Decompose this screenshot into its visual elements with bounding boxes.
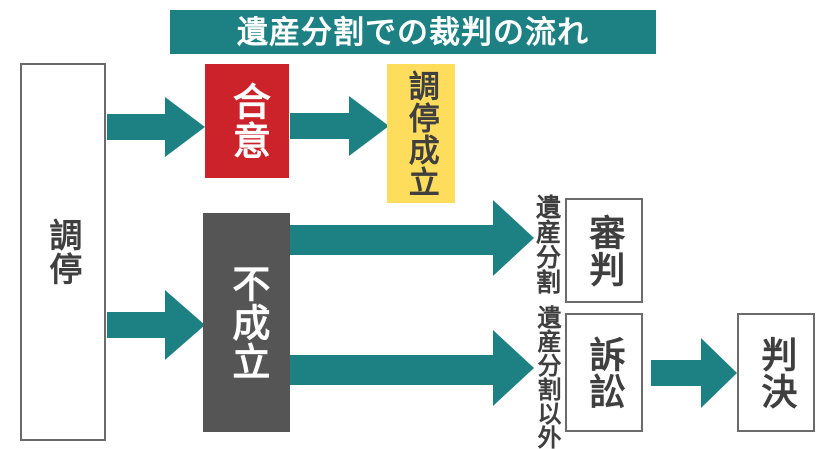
arrow-not-established-to-lawsuit [290, 330, 534, 406]
label-other-than-estate-division: 遺産分割以外 [530, 305, 562, 449]
node-judgment: 判決 [737, 313, 815, 432]
arrow-agreement-to-mediation-established [290, 96, 389, 156]
page-title: 遺産分割での裁判の流れ [237, 14, 589, 50]
arrow-mediation-to-not-established [107, 290, 205, 360]
node-mediation: 調停 [20, 63, 106, 441]
node-adjudication: 審判 [565, 198, 643, 303]
node-mediation-established: 調停成立 [387, 64, 455, 203]
label-estate-division-text: 遺産分割 [532, 194, 561, 294]
node-lawsuit-label: 訴訟 [584, 335, 626, 410]
node-lawsuit: 訴訟 [565, 313, 643, 432]
label-estate-division: 遺産分割 [530, 194, 562, 304]
node-not-established-label: 不成立 [225, 264, 268, 381]
arrow-not-established-to-adjudication [290, 200, 534, 276]
node-mediation-established-label: 調停成立 [403, 69, 439, 198]
node-not-established: 不成立 [203, 213, 290, 432]
arrow-lawsuit-to-judgment [651, 338, 737, 408]
node-mediation-label: 調停 [44, 218, 82, 286]
node-agreement-label: 合意 [226, 82, 269, 160]
arrow-mediation-to-agreement [107, 97, 205, 157]
node-agreement: 合意 [205, 64, 289, 178]
diagram-title-bar: 遺産分割での裁判の流れ [170, 10, 656, 54]
label-other-than-estate-division-text: 遺産分割以外 [533, 305, 560, 449]
node-adjudication-label: 審判 [584, 213, 626, 288]
node-judgment-label: 判決 [756, 335, 798, 410]
